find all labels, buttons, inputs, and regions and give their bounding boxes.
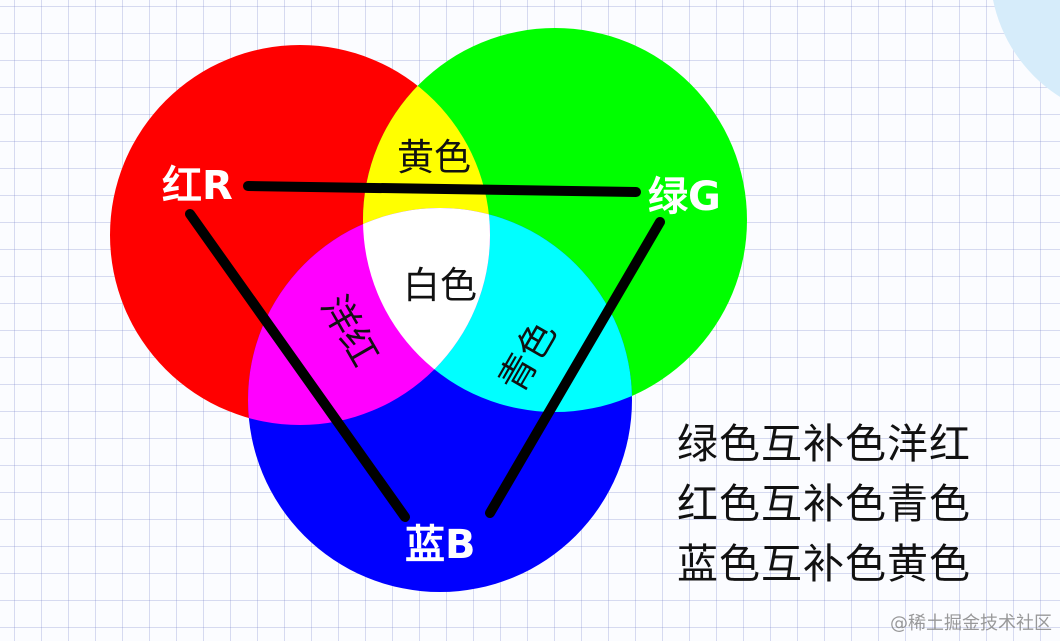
yellow-label: 黄色: [397, 136, 471, 179]
red-blue-line: [185, 209, 410, 522]
corner-decor-circle: [993, 0, 1060, 97]
green-label: 绿G: [648, 174, 721, 220]
red-label: 红R: [162, 163, 233, 209]
green-blue-line: [485, 217, 665, 518]
complement-note-blue: 蓝色互补色黄色: [677, 540, 971, 588]
watermark: @稀土掘金技术社区: [890, 613, 1052, 634]
complement-note-red: 红色互补色青色: [677, 480, 971, 528]
complement-note-green: 绿色互补色洋红: [677, 420, 971, 468]
red-green-line: [243, 181, 641, 197]
white-label: 白色: [403, 264, 477, 307]
blue-label: 蓝B: [405, 522, 476, 568]
